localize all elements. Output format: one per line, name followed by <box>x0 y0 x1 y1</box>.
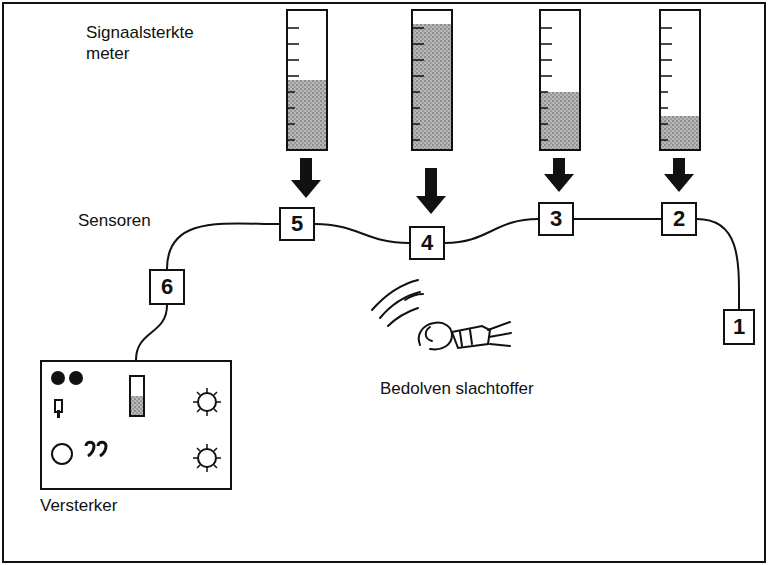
amplifier-label: Versterker <box>40 496 232 516</box>
sensor-box: 5 <box>279 207 315 241</box>
signal-meter <box>287 10 327 198</box>
text-label: Signaalsterkte meter <box>84 22 208 65</box>
signal-meter <box>660 10 700 192</box>
sensor-number: 1 <box>733 316 745 338</box>
sensor-number: 2 <box>673 208 685 230</box>
amplifier-housing <box>40 360 232 490</box>
sensor-box: 2 <box>661 202 697 236</box>
text-label: Bedolven slachtoffer <box>378 378 536 399</box>
sensor-box: 3 <box>538 202 574 236</box>
sensor-cable <box>574 219 661 220</box>
amplifier: Versterker <box>40 360 232 516</box>
sensor-number: 5 <box>291 213 303 235</box>
sensor-cable <box>445 219 538 243</box>
sensor-cable <box>697 219 739 309</box>
amplifier-controls <box>42 362 230 488</box>
sensor-number: 6 <box>161 276 173 298</box>
signal-meter <box>412 10 452 214</box>
sensor-cable <box>167 223 279 269</box>
victim-figure <box>372 280 511 349</box>
sensor-box: 6 <box>149 269 185 305</box>
sensor-box: 1 <box>723 309 755 345</box>
sensor-cable <box>315 224 409 243</box>
signal-meter <box>540 10 580 192</box>
text-label: Sensoren <box>76 210 153 231</box>
sensor-number: 4 <box>421 232 433 254</box>
sensor-number: 3 <box>550 208 562 230</box>
sensor-cable <box>136 305 167 360</box>
sensor-box: 4 <box>409 226 445 260</box>
